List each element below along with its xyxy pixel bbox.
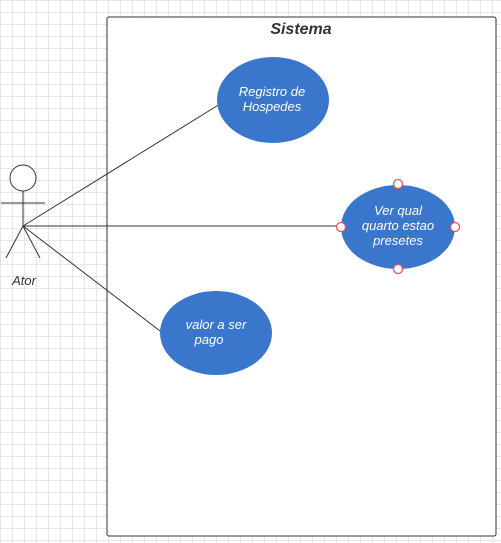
- actor-head: [9, 164, 37, 192]
- selection-handle-right[interactable]: [449, 221, 461, 233]
- use-case-ellipse[interactable]: [217, 57, 329, 143]
- use-case-ellipse[interactable]: [341, 185, 455, 269]
- selection-handle-top[interactable]: [392, 178, 404, 190]
- associations: [22, 103, 341, 335]
- use-case-label-line: Registro de: [239, 84, 305, 99]
- use-case-registro-de-hospedes[interactable]: Registro de Hospedes: [217, 57, 329, 143]
- use-case-label-line: Ver qual: [374, 203, 423, 218]
- use-case-label-line: quarto estao: [362, 218, 434, 233]
- system-boundary-rect[interactable]: [106, 16, 497, 537]
- use-case-ver-qual-quarto[interactable]: Ver qual quarto estao presetes: [335, 178, 461, 275]
- use-case-label-line: Hospedes: [243, 99, 302, 114]
- association-valor[interactable]: [22, 225, 165, 335]
- actor-left-leg: [5, 225, 24, 259]
- use-case-ellipse[interactable]: [160, 291, 272, 375]
- association-registro[interactable]: [22, 103, 221, 227]
- actor-right-leg: [22, 225, 41, 259]
- use-case-valor-a-ser-pago[interactable]: valor a ser pago: [160, 291, 272, 375]
- selection-handle-left[interactable]: [335, 221, 347, 233]
- system-title: Sistema: [270, 21, 331, 38]
- actor[interactable]: Ator: [1, 164, 45, 288]
- selection-handle-bottom[interactable]: [392, 263, 404, 275]
- use-case-label-line: pago: [194, 332, 224, 347]
- use-case-label-line: valor a ser: [186, 317, 247, 332]
- use-case-label-line: presetes: [372, 233, 423, 248]
- system-boundary[interactable]: Sistema: [106, 16, 497, 537]
- actor-label: Ator: [11, 273, 37, 288]
